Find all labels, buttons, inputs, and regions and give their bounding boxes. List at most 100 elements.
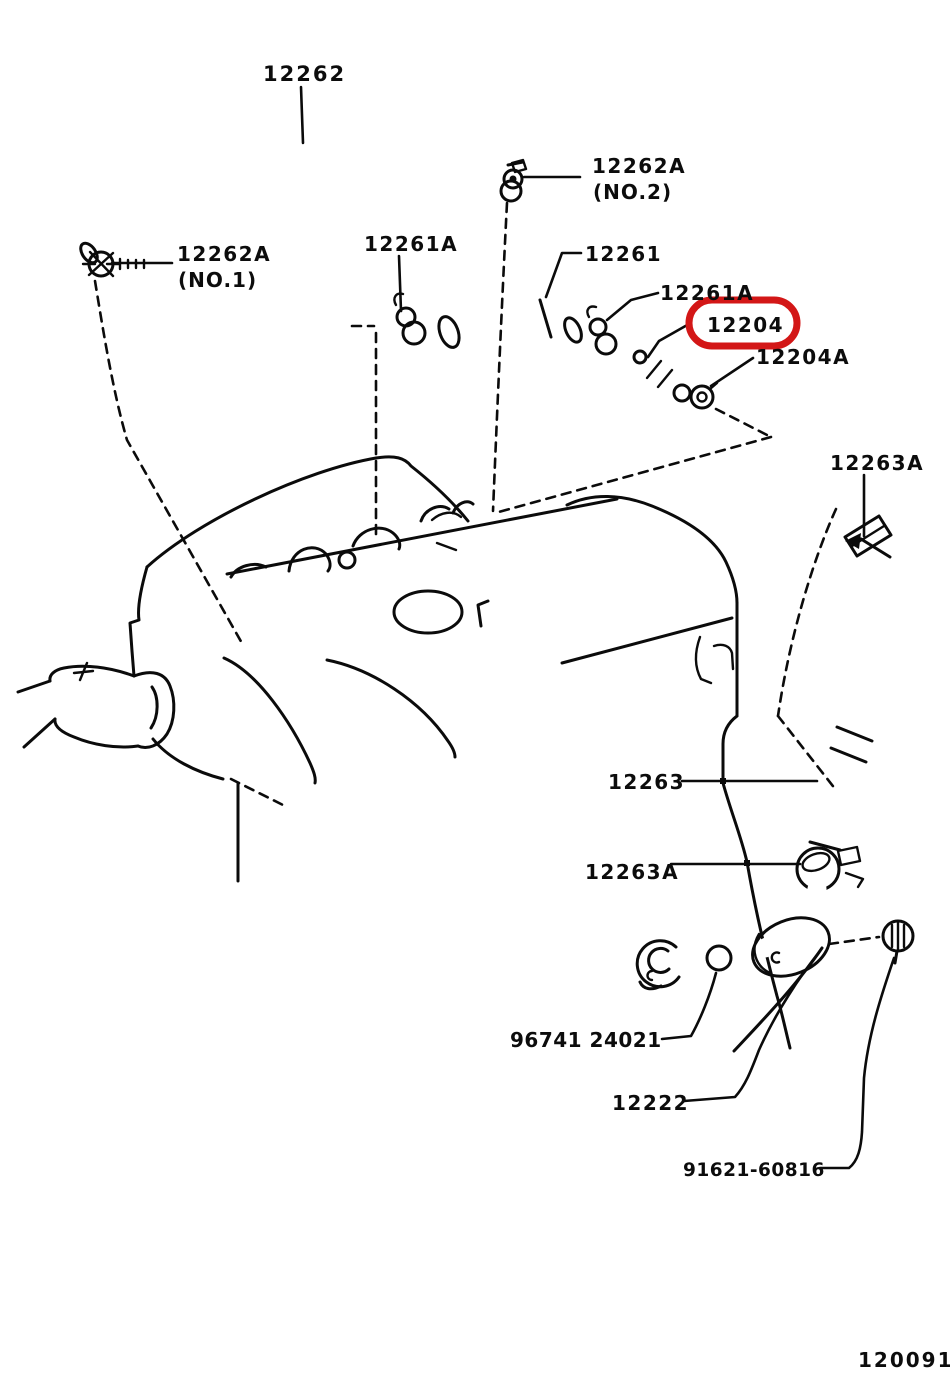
leader-12261 [544, 251, 583, 299]
right-detail-hook-2 [712, 643, 735, 671]
clamp-ring-large [401, 320, 427, 346]
clamp-tab [844, 871, 865, 889]
part-label-12261[interactable]: 12261 [585, 242, 662, 266]
tube-flange [751, 916, 831, 978]
hidden-edge-dashed-lines [93, 201, 838, 792]
block-center-curve-2 [325, 658, 457, 759]
clamp-12263a-upper-icon [843, 514, 893, 558]
flange-inner-arc [753, 932, 772, 975]
hose-end-line [506, 160, 525, 167]
cover-bump-5 [451, 500, 475, 515]
hose-12263-drawing [808, 535, 916, 859]
part-label-12261a-lower[interactable]: 12261A [660, 281, 754, 305]
part-label-12262a-no1[interactable]: 12262A [177, 242, 271, 266]
dash-12263a-return [776, 714, 838, 792]
hose-end-cap [79, 241, 99, 265]
hose-thin-fill [343, 111, 521, 171]
tube-fill [755, 879, 827, 958]
clamp-ring-large [594, 332, 618, 356]
part-label-12261a-upper[interactable]: 12261A [364, 232, 458, 256]
clamp-spokes [81, 250, 121, 278]
part-label-12263a-upper[interactable]: 12263A [830, 451, 924, 475]
part-label-12262[interactable]: 12262 [263, 62, 346, 86]
hose-fill [438, 290, 583, 346]
left-stub-2 [22, 717, 57, 749]
leader-12222 [682, 949, 822, 1103]
hose-12261-drawing [437, 290, 583, 349]
block-hidden-stub [229, 777, 289, 809]
cover-lower-front-edge [560, 616, 734, 665]
cover-back-ridge [145, 455, 470, 569]
pulley-face [132, 671, 176, 749]
leader-junction-12263a [744, 860, 750, 866]
pulley-bottom [53, 717, 140, 749]
leader-lines [110, 85, 896, 1170]
cover-bump-1 [229, 562, 268, 579]
pulley-inner-arc [149, 685, 159, 730]
leader-12204a [709, 356, 755, 388]
vent-tube-12222-drawing [751, 879, 831, 978]
block-lower-left-curve [151, 737, 225, 781]
part-label-12204[interactable]: 12204 [707, 313, 784, 337]
part-label-12204a[interactable]: 12204A [756, 345, 850, 369]
clamp-ring-upper [502, 168, 524, 190]
part-label-12263[interactable]: 12263 [608, 770, 685, 794]
gasket-c-mark [646, 969, 654, 982]
cover-bracket-mark [476, 599, 490, 628]
left-arrow-mark [72, 661, 95, 682]
left-stub-1 [16, 679, 52, 694]
part-label-12263a-lower[interactable]: 12263A [585, 860, 679, 884]
flange-c-mark [770, 951, 781, 964]
gasket-drawing [635, 939, 681, 991]
leader-96741-24021 [660, 971, 718, 1041]
hose-seam-2 [829, 746, 868, 764]
clamp-12261a-lower-icon [586, 305, 618, 356]
leader-12262 [299, 85, 305, 145]
edge-detail-squiggle-1 [430, 511, 463, 522]
bolt-align-dash [827, 935, 881, 946]
clamp-band [843, 514, 893, 558]
part-label-12262a-no2[interactable]: 12262A [592, 154, 686, 178]
part-sublabel-12262a-no1[interactable]: (NO.1) [178, 268, 257, 292]
clamp-screw-block [836, 845, 862, 867]
clamp-screw-dot [509, 175, 517, 183]
gasket-outer-c [635, 939, 681, 989]
clamp-12261a-upper-icon [393, 292, 427, 346]
leader-12204 [646, 322, 691, 359]
part-label-12222[interactable]: 12222 [612, 1091, 689, 1115]
gasket-inner-c [647, 946, 671, 974]
valve-rib-2 [656, 368, 674, 389]
clamp-ring-small [588, 317, 608, 337]
valve-rib-1 [645, 359, 663, 380]
dash-from-clamp-no2 [491, 201, 509, 513]
hose-left-cap [437, 315, 461, 349]
hose-seam-1 [835, 725, 874, 743]
cover-bump-2 [287, 546, 332, 573]
hose-fill [812, 535, 916, 859]
part-sublabel-12262a-no2[interactable]: (NO.2) [593, 180, 672, 204]
pcv-valve-12204-drawing [632, 349, 692, 403]
clamp-inner [801, 851, 831, 873]
pulley-top [48, 664, 136, 683]
hose-12262-drawing [79, 111, 525, 265]
grommet-outer [689, 384, 715, 410]
clamp-ear [586, 305, 598, 319]
clamp-ring-lower [499, 179, 523, 203]
part-label-91621-60816[interactable]: 91621-60816 [683, 1160, 825, 1181]
spark-plug-hole [337, 550, 357, 570]
seal-ring [705, 944, 733, 972]
valve-nipple [632, 349, 648, 365]
part-label-96741-24021[interactable]: 96741 24021 [510, 1028, 662, 1052]
valve-body-fill [637, 355, 686, 397]
bolt-stem [893, 949, 899, 965]
gasket-tail [638, 980, 663, 991]
part-labels: 12262 12262A (NO.2) 12262A (NO.1) 12261A… [177, 62, 924, 1181]
dash-12263a-down [776, 507, 838, 718]
ring-96741-24021-drawing [705, 944, 733, 972]
leader-junction-12263 [720, 778, 726, 784]
bolt-91621-drawing [827, 919, 915, 965]
hose-sleeve-fill [234, 139, 357, 176]
right-detail-hook-1 [694, 635, 713, 685]
leader-91621-60816 [818, 956, 896, 1170]
